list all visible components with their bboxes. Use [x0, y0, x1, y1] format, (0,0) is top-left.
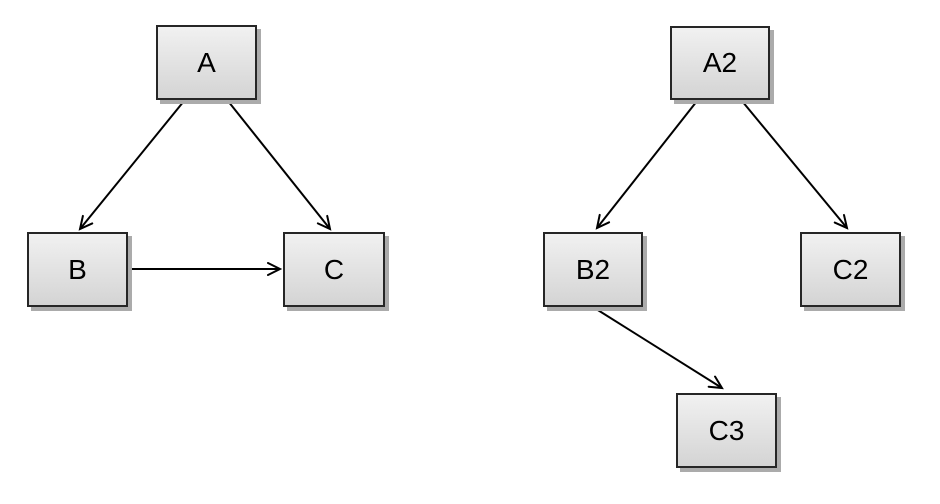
node-label: B	[68, 253, 87, 285]
node-label: C2	[832, 253, 869, 285]
node-label: A	[197, 46, 216, 78]
node-A[interactable]: A	[156, 25, 257, 100]
node-B[interactable]: B	[27, 232, 128, 307]
node-C[interactable]: C	[283, 232, 385, 307]
node-label: B2	[575, 253, 611, 285]
node-label: A2	[702, 47, 738, 78]
node-label: C3	[708, 414, 745, 446]
node-C2[interactable]: C2	[800, 232, 901, 307]
node-B2[interactable]: B2	[543, 232, 643, 307]
node-C3[interactable]: C3	[676, 393, 777, 468]
node-A2[interactable]: A2	[670, 26, 770, 100]
node-label: C	[323, 253, 345, 285]
